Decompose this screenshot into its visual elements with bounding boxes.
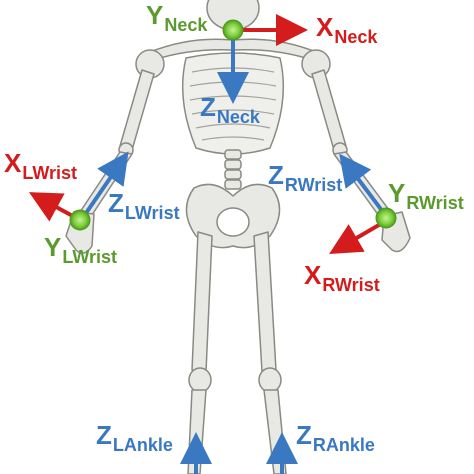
label-x-rwrist-sub: RWrist (322, 275, 380, 295)
joint-markers (69, 19, 397, 231)
label-x-rwrist-main: X (304, 260, 322, 290)
label-x-lwrist-main: X (4, 148, 22, 178)
label-y-rwrist-sub: RWrist (406, 193, 464, 213)
label-x-neck: XNeck (316, 12, 377, 46)
axis-arrows (28, 14, 388, 474)
label-z-rwrist-main: Z (268, 160, 284, 190)
rwrist-joint-marker (375, 207, 397, 229)
label-x-neck-main: X (316, 12, 334, 42)
label-z-rwrist: ZRWrist (268, 160, 342, 194)
label-y-rwrist: YRWrist (388, 178, 464, 212)
label-z-neck: ZNeck (200, 92, 260, 126)
label-y-lwrist-sub: LWrist (62, 247, 118, 267)
lwrist-joint-marker (69, 209, 91, 231)
label-y-neck: YNeck (146, 0, 207, 34)
label-z-neck-main: Z (200, 92, 216, 122)
right-humerus (311, 69, 347, 151)
label-z-rankle-sub: RAnkle (312, 435, 375, 455)
left-knee (188, 367, 212, 393)
label-z-lwrist-main: Z (108, 188, 124, 218)
label-y-neck-sub: Neck (164, 15, 208, 35)
right-knee (258, 367, 282, 393)
label-x-neck-sub: Neck (334, 27, 378, 47)
label-x-lwrist: XLWrist (4, 148, 77, 182)
spine (224, 149, 242, 190)
label-z-rankle-main: Z (296, 420, 312, 450)
z-lwrist-arrow (82, 151, 129, 218)
label-z-lankle-main: Z (96, 420, 112, 450)
label-x-lwrist-sub: LWrist (22, 163, 78, 183)
left-humerus (119, 69, 155, 151)
neck-joint-marker (222, 19, 244, 41)
label-y-rwrist-main: Y (388, 178, 406, 208)
right-femur (253, 231, 277, 373)
label-z-lankle-sub: LAnkle (112, 435, 173, 455)
x-rwrist-arrow (329, 220, 386, 255)
label-y-lwrist: YLWrist (44, 232, 117, 266)
label-z-rankle: ZRAnkle (296, 420, 375, 454)
label-y-lwrist-main: Y (44, 232, 62, 262)
z-rwrist-arrow (339, 153, 388, 218)
label-z-neck-sub: Neck (216, 107, 260, 127)
label-z-lankle: ZLAnkle (96, 420, 173, 454)
pelvis-opening (216, 207, 250, 237)
label-x-rwrist: XRWrist (304, 260, 380, 294)
left-femur (191, 231, 213, 373)
label-y-neck-main: Y (146, 0, 164, 30)
label-z-lwrist-sub: LWrist (124, 203, 180, 223)
label-z-lwrist: ZLWrist (108, 188, 180, 222)
label-z-rwrist-sub: RWrist (284, 175, 343, 195)
